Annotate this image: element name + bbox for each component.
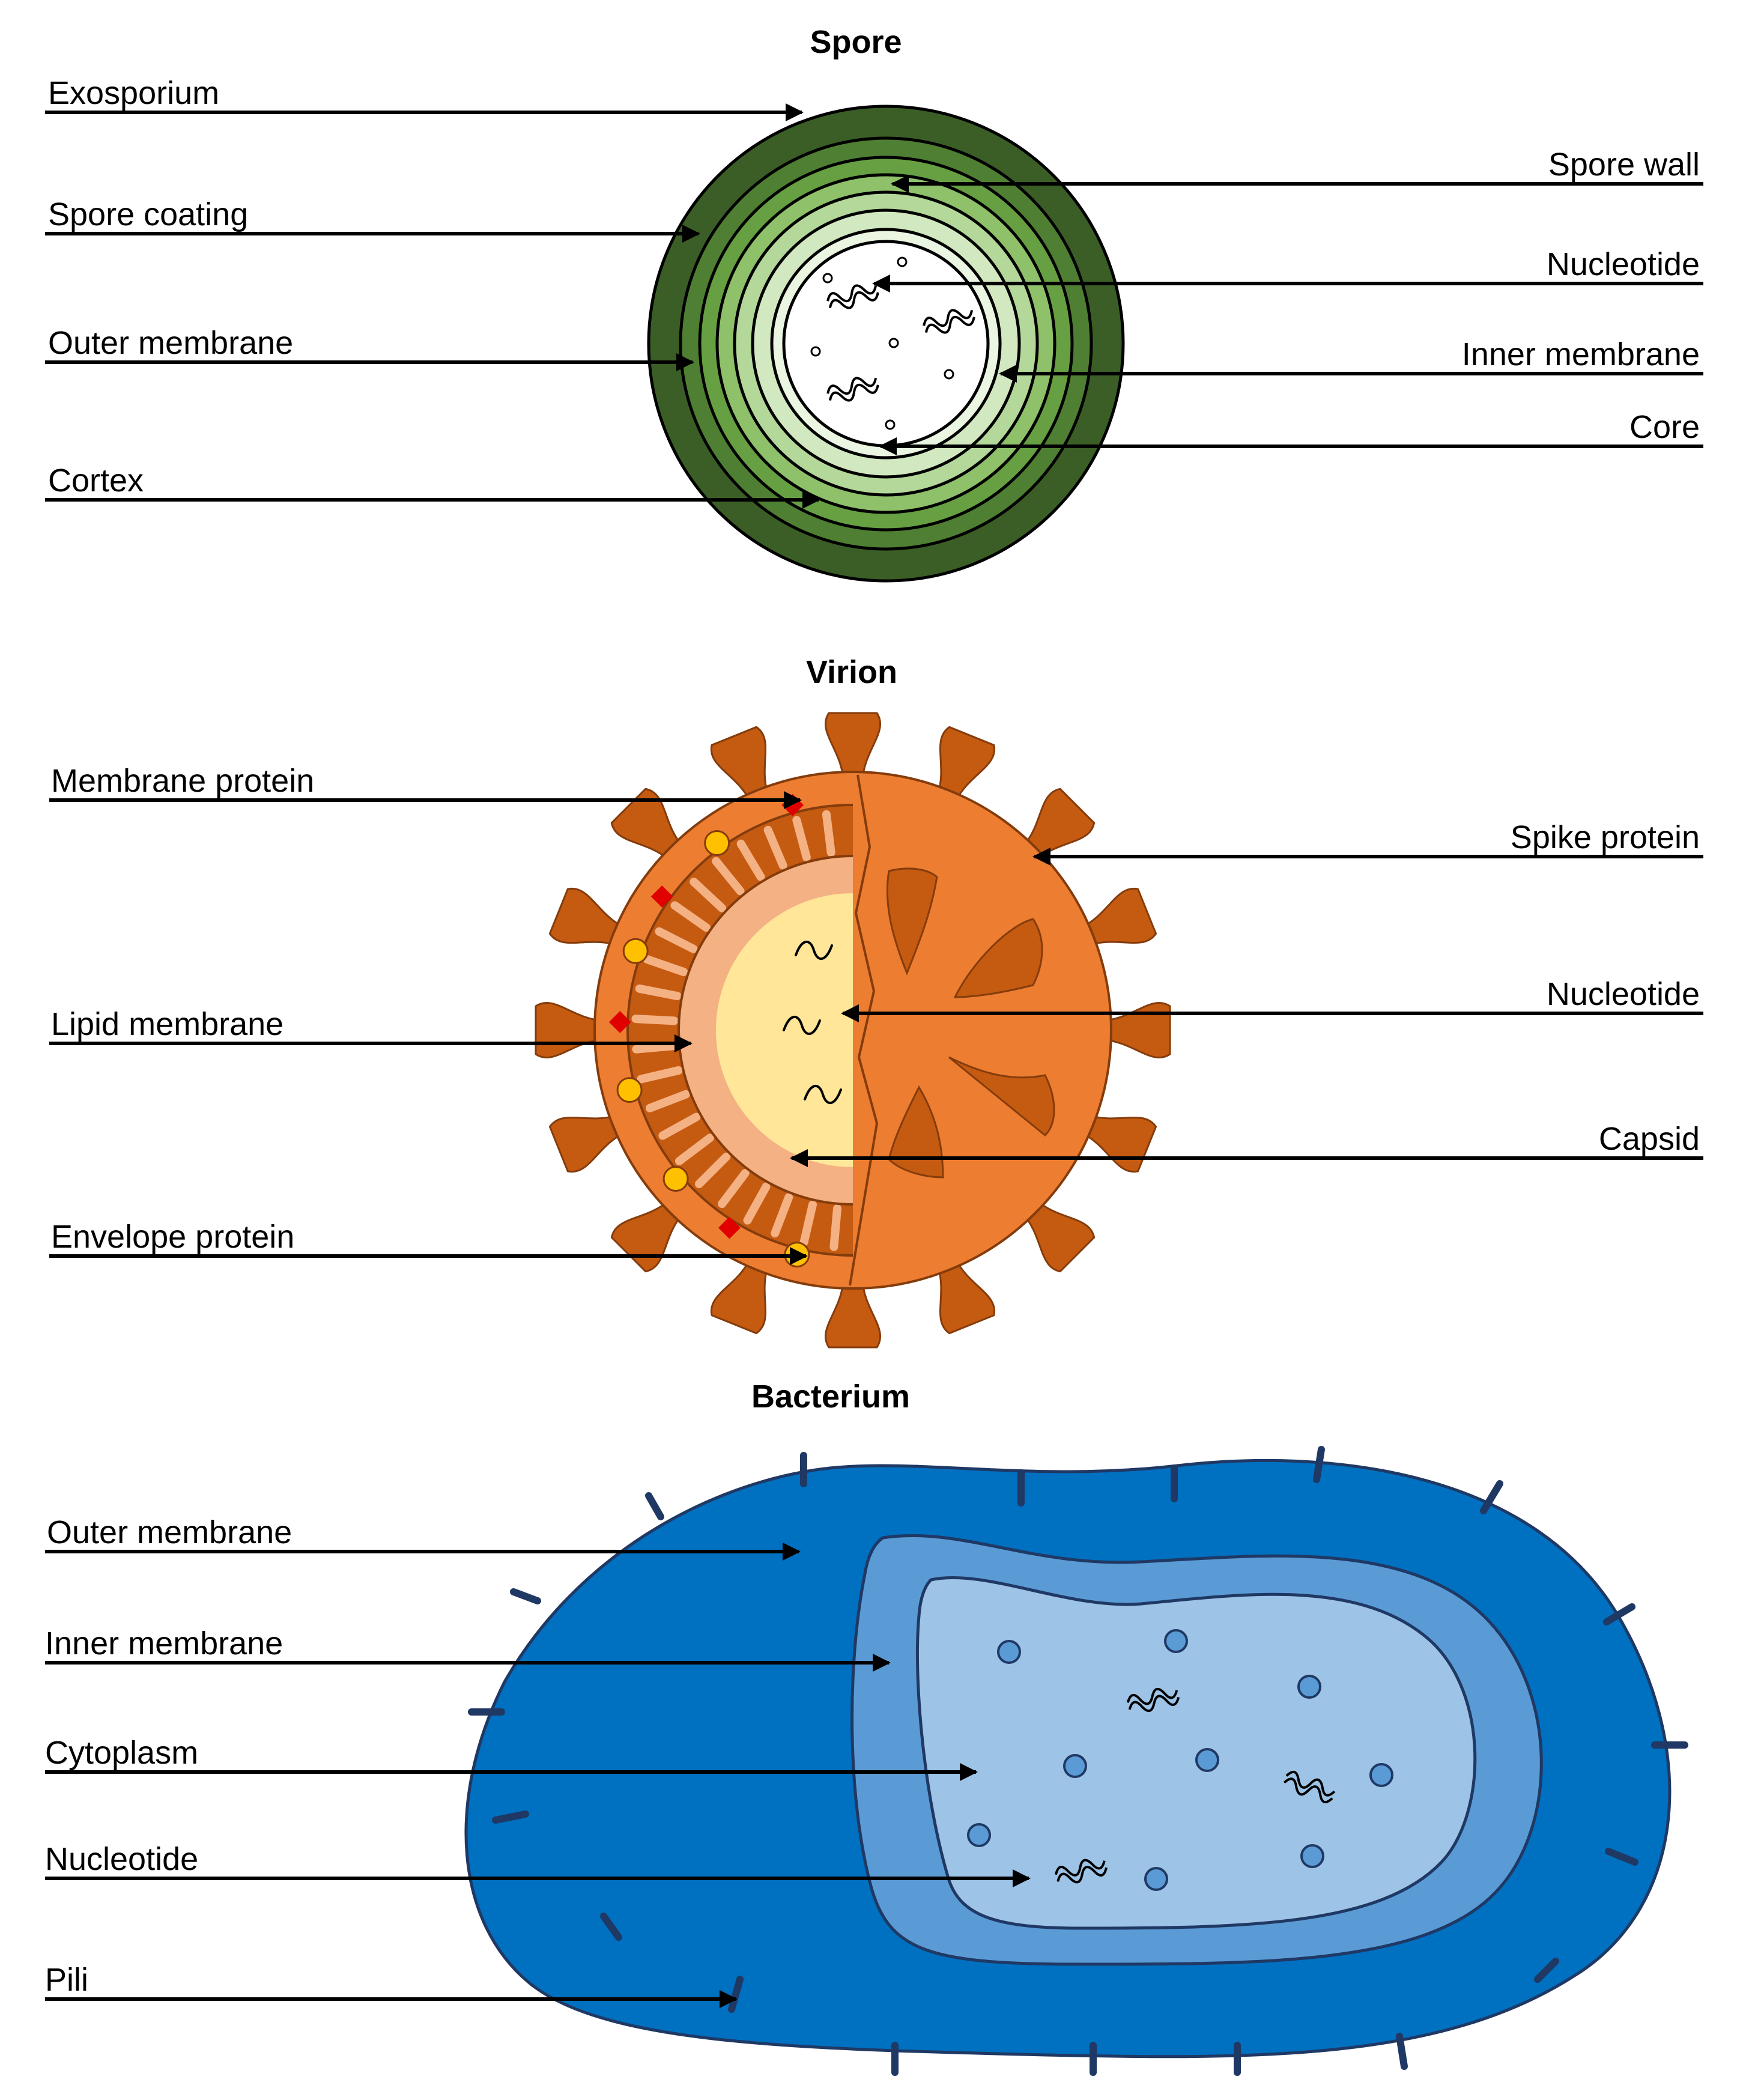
membrane-stripe [792,816,811,862]
virion-membrane-stripes [631,810,841,1251]
membrane-stripe [718,1169,750,1209]
pilus-icon [1534,1958,1559,1983]
membrane-stripe [712,857,745,896]
membrane-stripe [743,1182,771,1225]
membrane-stripe [763,825,787,870]
virion-section: Virion [49,654,1703,1349]
spore-granule [897,256,908,267]
virion-surface-spikes [886,867,1055,1179]
membrane-stripe [829,1204,841,1251]
spike-protein-icon [1103,1001,1171,1059]
pilus-icon [1396,2033,1408,2070]
membrane-stripe [822,810,835,857]
bacterium-leaders [45,1543,1031,2008]
label-bacterium-inner-membrane: Inner membrane [45,1625,283,1661]
spike-protein-icon [824,712,882,780]
label-exosporium: Exosporium [48,75,219,111]
pilus-icon [600,1913,622,1941]
membrane-stripe [655,927,698,953]
bacterium-labels: Outer membrane Inner membrane Cytoplasm … [45,1514,292,1998]
pilus-icon [1605,1848,1638,1866]
bacterium-title: Bacterium [751,1379,910,1415]
membrane-stripe [643,955,688,976]
virion-title: Virion [806,654,897,690]
membrane-stripe [635,984,682,1001]
spore-granule [944,369,954,380]
pilus-icon [1603,1603,1635,1625]
virion-leaders [49,791,1703,1265]
virion-labels: Membrane protein Lipid membrane Envelope… [51,763,1700,1255]
spore-section: Spore [45,24,1703,583]
membrane-stripe [674,1133,714,1165]
virion-cut-edge [849,774,879,1286]
envelope-protein-icon [704,830,730,856]
spike-protein-icon [824,1280,882,1349]
envelope-protein-icon [622,938,649,964]
spore-leaders [45,103,1703,509]
label-core: Core [1629,409,1700,445]
pilus-icon [1313,1446,1325,1483]
label-lipid-membrane: Lipid membrane [51,1006,283,1042]
bacterium-section: Bacterium Ou [45,1379,1688,2076]
label-spore-coating: Spore coating [48,196,248,232]
label-spike-protein: Spike protein [1511,819,1700,855]
label-spore-outer-membrane: Outer membrane [48,325,293,361]
membrane-stripe [690,878,727,912]
label-spore-wall: Spore wall [1548,147,1700,183]
pilus-icon [492,1810,529,1824]
spike-protein-icon [535,1001,603,1059]
membrane-protein-icon [608,1011,631,1033]
membrane-stripe [646,1090,690,1112]
membrane-protein-icon [650,885,673,908]
label-bacterium-outer-membrane: Outer membrane [47,1514,292,1550]
label-bacterium-nucleotide: Nucleotide [45,1841,198,1877]
label-virion-nucleotide: Nucleotide [1547,976,1700,1012]
spore-granule [810,346,821,357]
virion-proteins [608,794,810,1268]
membrane-stripe [632,1042,679,1054]
membrane-stripe [771,1193,793,1237]
bacterium-cytoplasm [915,1576,1477,1930]
label-pili: Pili [45,1962,88,1998]
label-membrane-protein: Membrane protein [51,763,314,799]
membrane-stripe [695,1152,731,1188]
label-cortex: Cortex [48,463,144,499]
membrane-stripe [670,901,711,932]
spore-body [647,105,1125,583]
spore-core [782,240,990,448]
membrane-stripe [799,1200,817,1246]
spore-granule [885,419,896,430]
spore-labels: Exosporium Spore coating Outer membrane … [48,75,1700,499]
pilus-icon [645,1492,664,1520]
membrane-protein-icon [718,1216,741,1239]
membrane-stripe [736,839,765,881]
pilus-icon [510,1588,541,1604]
envelope-protein-icon [662,1166,689,1192]
spore-granule [888,338,899,348]
label-spore-nucleotide: Nucleotide [1547,246,1700,282]
envelope-protein-icon [616,1077,643,1103]
label-spore-inner-membrane: Inner membrane [1462,336,1700,372]
spore-granule [822,273,833,284]
label-capsid: Capsid [1599,1121,1700,1157]
membrane-stripe [637,1066,683,1084]
membrane-stripe [658,1112,701,1140]
label-envelope-protein: Envelope protein [51,1219,294,1255]
membrane-stripe [631,1015,679,1025]
pilus-icon [1480,1480,1503,1514]
bacterium-ribosomes [967,1629,1393,1891]
label-cytoplasm: Cytoplasm [45,1735,198,1771]
spore-nucleotides [810,256,977,430]
spore-title: Spore [810,24,902,60]
